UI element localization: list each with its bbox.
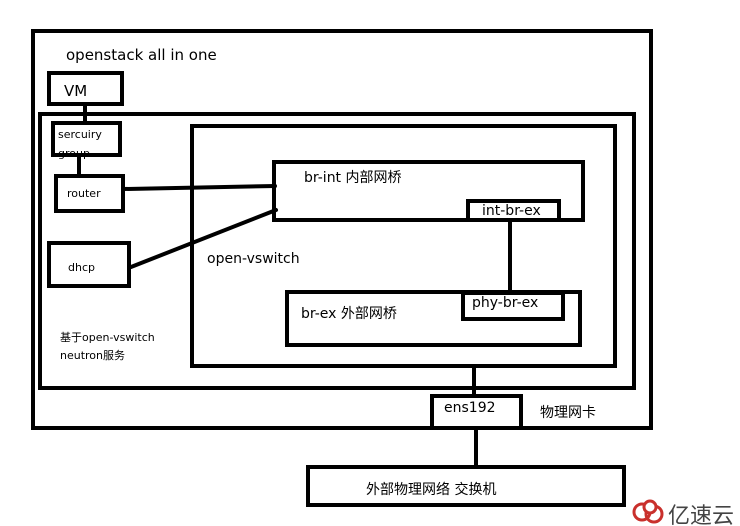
physical-nic-label: 物理网卡 bbox=[540, 405, 596, 421]
external-switch-box bbox=[306, 465, 626, 507]
open-vswitch-label: open-vswitch bbox=[207, 251, 300, 267]
security-group-label: sercuiry group bbox=[58, 128, 102, 160]
ens192-label: ens192 bbox=[444, 400, 496, 416]
br-int-label: br-int 内部网桥 bbox=[304, 170, 402, 186]
br-ex-label: br-ex 外部网桥 bbox=[301, 306, 397, 322]
external-switch-label: 外部物理网络 交换机 bbox=[366, 482, 497, 498]
watermark-logo bbox=[632, 499, 664, 524]
open-vswitch-box bbox=[190, 124, 617, 368]
vm-box bbox=[47, 71, 124, 106]
watermark-text: 亿速云 bbox=[668, 504, 734, 526]
vm-label: VM bbox=[64, 82, 88, 100]
dhcp-to-br-int-line bbox=[129, 208, 278, 269]
openstack-all-in-one-box bbox=[31, 29, 653, 430]
openstack-title: openstack all in one bbox=[66, 46, 217, 64]
int-br-ex-port bbox=[466, 199, 561, 222]
neutron-service-box bbox=[38, 112, 636, 390]
neutron-label-line2: neutron服务 bbox=[60, 349, 126, 362]
neutron-label-line1: 基于open-vswitch bbox=[60, 331, 155, 344]
dhcp-label: dhcp bbox=[68, 261, 95, 274]
router-label: router bbox=[67, 187, 101, 200]
ens192-box bbox=[430, 394, 523, 430]
dhcp-box bbox=[47, 241, 131, 288]
router-box bbox=[54, 174, 125, 213]
phy-br-ex-label: phy-br-ex bbox=[472, 295, 539, 311]
br-int-box bbox=[272, 160, 585, 222]
router-to-br-int-line bbox=[122, 184, 277, 191]
phy-br-ex-port bbox=[461, 291, 565, 321]
br-ex-box bbox=[285, 290, 582, 347]
int-br-ex-label: int-br-ex bbox=[482, 203, 541, 219]
